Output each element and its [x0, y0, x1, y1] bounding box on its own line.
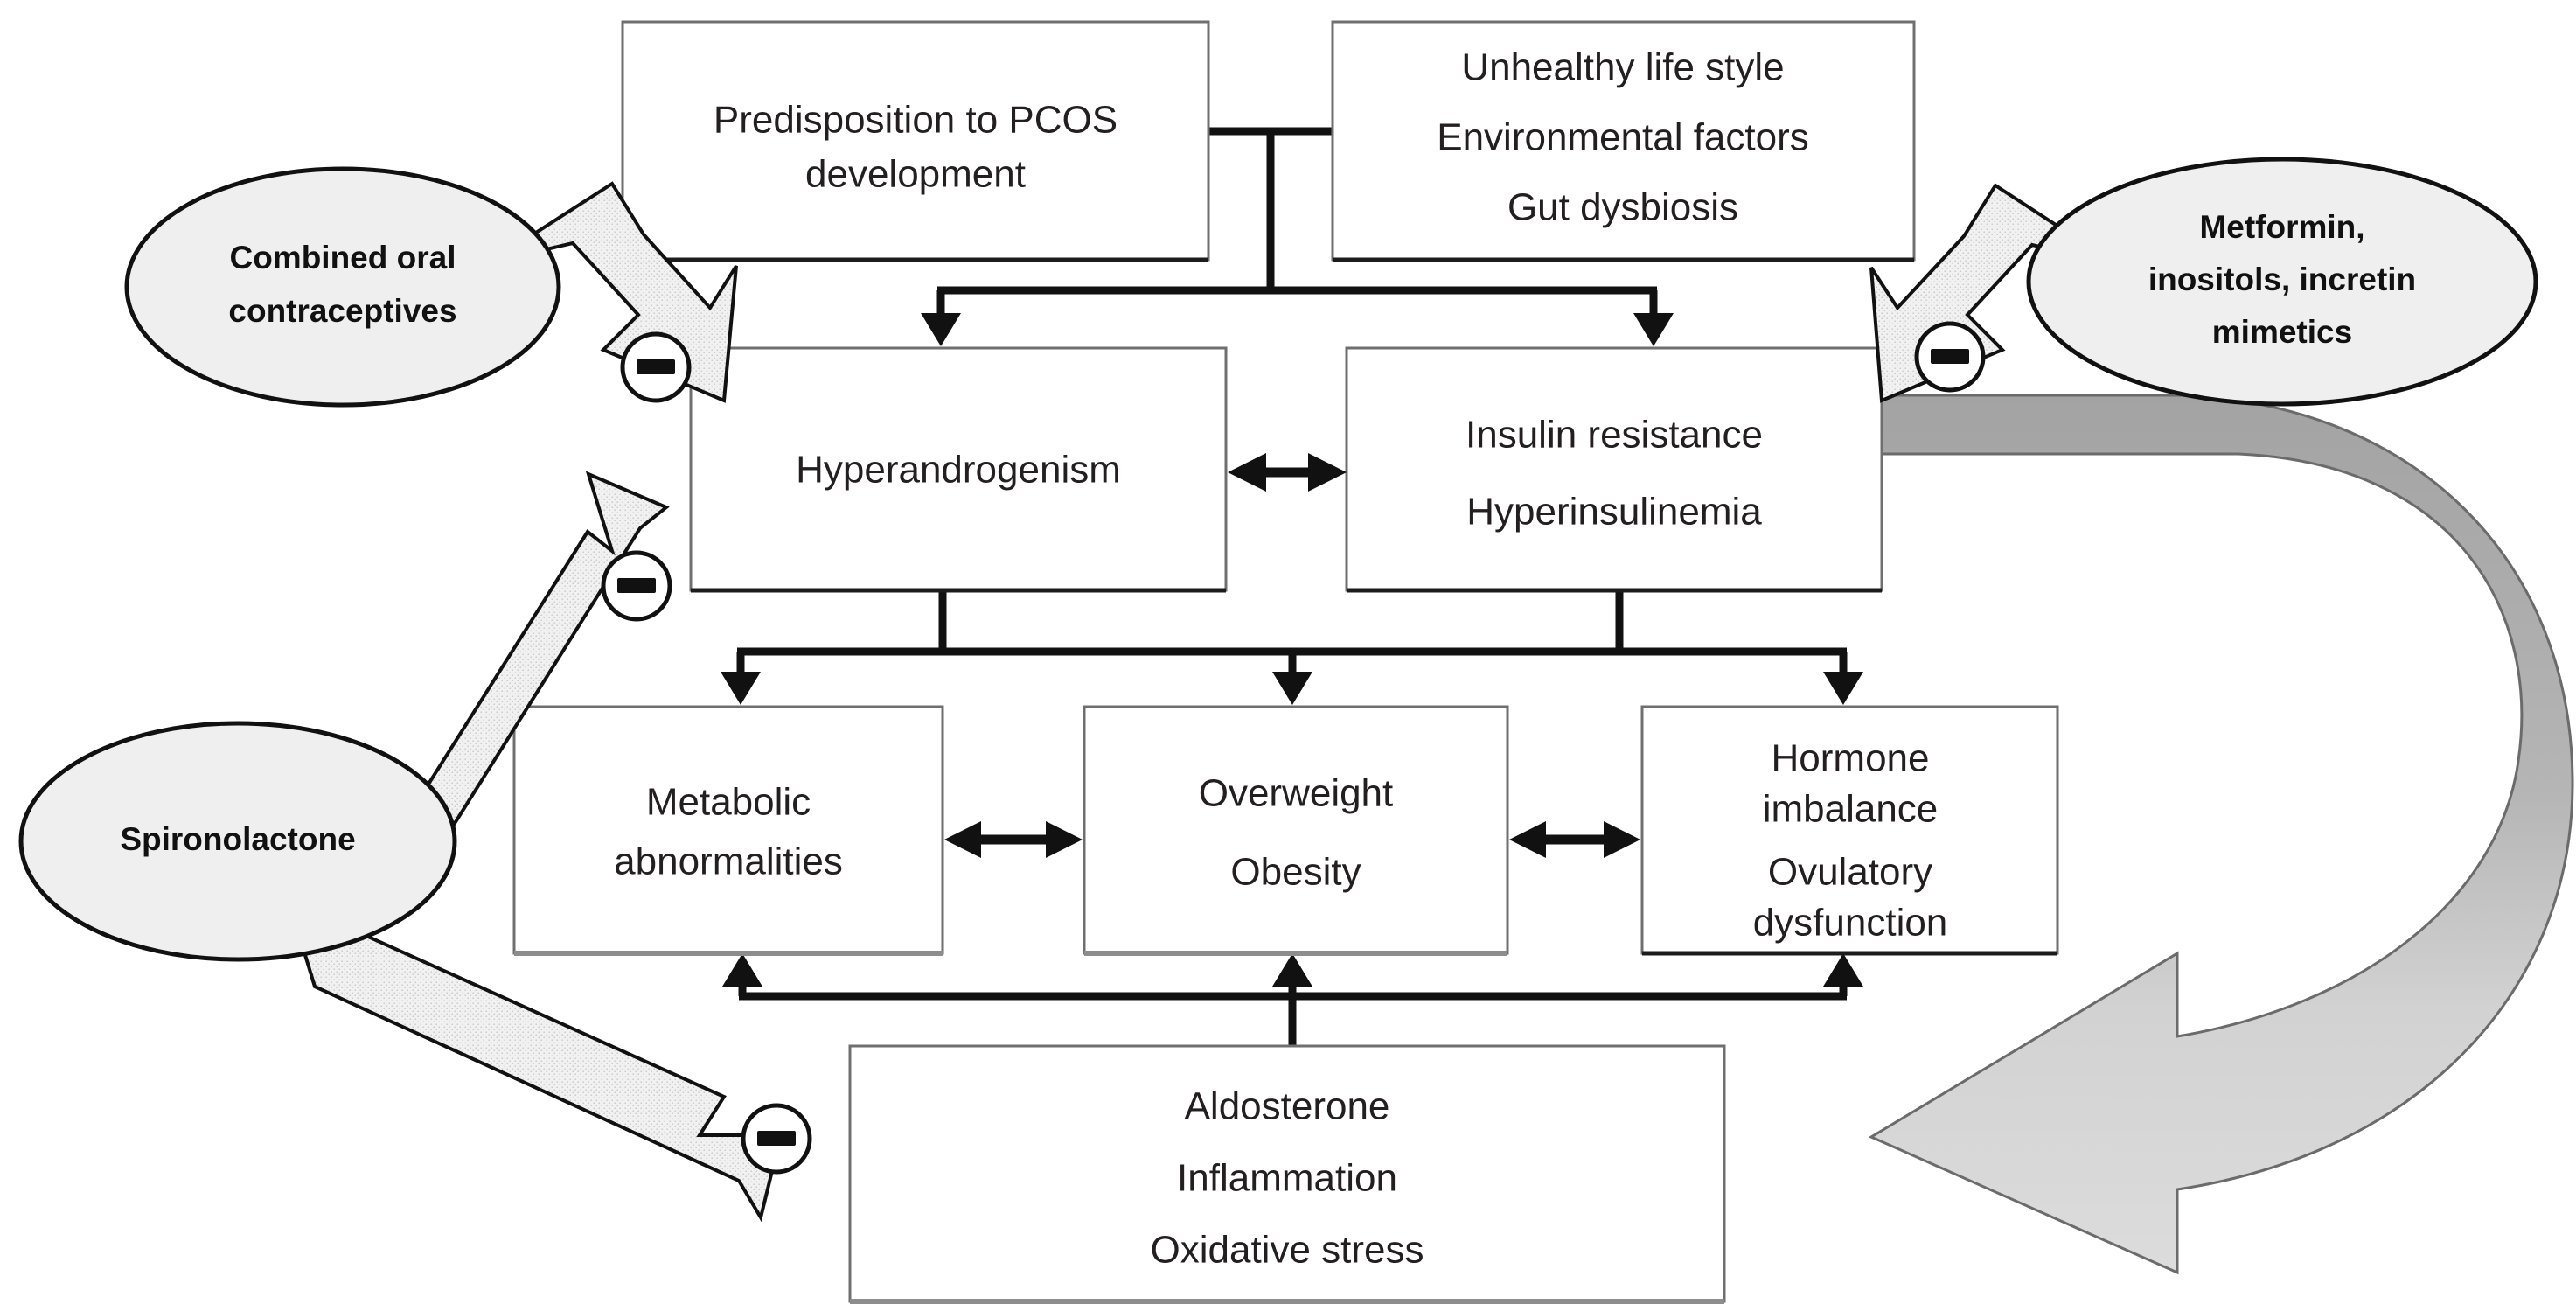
- metformin-label-line-1: inositols, incretin: [2148, 262, 2416, 297]
- ellipse-metformin-inositols-incretin: Metformin, inositols, incretin mimetics: [2026, 157, 2538, 407]
- arrowhead-up-hormone: [1823, 953, 1863, 987]
- box-aldosterone-line-0: Aldosterone: [1185, 1085, 1390, 1128]
- middle-connector-group: [721, 590, 1863, 705]
- box-hyperandrogenism: Hyperandrogenism: [689, 346, 1228, 593]
- ellipse-combined-oral-contraceptives: Combined oral contraceptives: [124, 166, 561, 408]
- arrowhead-down-metabolic: [721, 672, 761, 705]
- box-hormone-line-0: Hormone: [1772, 737, 1930, 780]
- box-metabolic-line-0: Metabolic: [646, 781, 811, 824]
- arrowhead-down-hormone: [1823, 672, 1863, 705]
- box-metabolic-line-1: abnormalities: [614, 840, 843, 883]
- box-hormone-line-3: dysfunction: [1753, 902, 1948, 945]
- arrowhead-down-left: [921, 313, 961, 346]
- box-hormone-line-1: imbalance: [1763, 788, 1939, 831]
- box-predisposition-line-1: development: [805, 153, 1026, 196]
- minus-glyph-coc: [637, 359, 675, 374]
- metformin-label-line-2: mimetics: [2212, 314, 2352, 350]
- minus-glyph-metformin: [1931, 349, 1969, 364]
- box-overweight: Overweight Obesity: [1083, 705, 1509, 956]
- box-insulin-line-1: Hyperinsulinemia: [1466, 491, 1762, 533]
- box-hormone-line-2: Ovulatory: [1768, 851, 1932, 894]
- box-hormone: Hormone imbalance Ovulatory dysfunction: [1640, 705, 2059, 956]
- box-aldosterone-line-2: Oxidative stress: [1151, 1229, 1424, 1272]
- feedback-connector-group: [722, 953, 1863, 1054]
- spironolactone-label-line-0: Spironolactone: [120, 821, 355, 857]
- top-connector-group: [921, 127, 1674, 346]
- box-external-factors: Unhealthy life style Environmental facto…: [1331, 20, 1916, 262]
- bidirectional-arrow-metabolic-overweight: [944, 821, 1083, 858]
- arrowhead-down-overweight: [1272, 672, 1312, 705]
- box-hyperandrogenism-line-0: Hyperandrogenism: [796, 449, 1121, 492]
- bidirectional-arrow-hyperandrogenism-insulin: [1228, 453, 1347, 492]
- box-insulin-line-0: Insulin resistance: [1466, 414, 1763, 457]
- box-overweight-line-0: Overweight: [1199, 772, 1394, 815]
- box-aldosterone-line-1: Inflammation: [1177, 1157, 1397, 1200]
- box-predisposition: Predisposition to PCOS development: [621, 20, 1210, 262]
- vicious-cycle-arrow: [1868, 394, 2574, 1275]
- block-arrow-spironolactone-to-aldosterone: [285, 897, 812, 1223]
- block-arrow-coc-to-hyperandrogenism: [488, 181, 738, 403]
- minus-glyph-spiro-up: [617, 578, 656, 593]
- box-predisposition-line-0: Predisposition to PCOS: [714, 99, 1117, 142]
- box-metabolic: Metabolic abnormalities: [512, 705, 944, 956]
- box-external-factors-line-2: Gut dysbiosis: [1507, 186, 1738, 229]
- box-external-factors-line-1: Environmental factors: [1437, 116, 1809, 159]
- arrowhead-up-metabolic: [722, 953, 762, 987]
- coc-label-line-1: contraceptives: [228, 293, 456, 329]
- box-insulin: Insulin resistance Hyperinsulinemia: [1345, 346, 1883, 593]
- box-external-factors-line-0: Unhealthy life style: [1461, 46, 1784, 89]
- ellipse-spironolactone: Spironolactone: [18, 721, 457, 962]
- box-overweight-line-1: Obesity: [1230, 851, 1361, 894]
- minus-glyph-spiro-down: [757, 1131, 796, 1146]
- arrowhead-down-right: [1633, 313, 1674, 346]
- arrowhead-up-overweight: [1272, 953, 1312, 987]
- metformin-label-line-0: Metformin,: [2199, 209, 2364, 245]
- box-aldosterone: Aldosterone Inflammation Oxidative stres…: [848, 1044, 1726, 1304]
- coc-label-line-0: Combined oral: [229, 240, 456, 275]
- bidirectional-arrow-overweight-hormone: [1509, 821, 1640, 858]
